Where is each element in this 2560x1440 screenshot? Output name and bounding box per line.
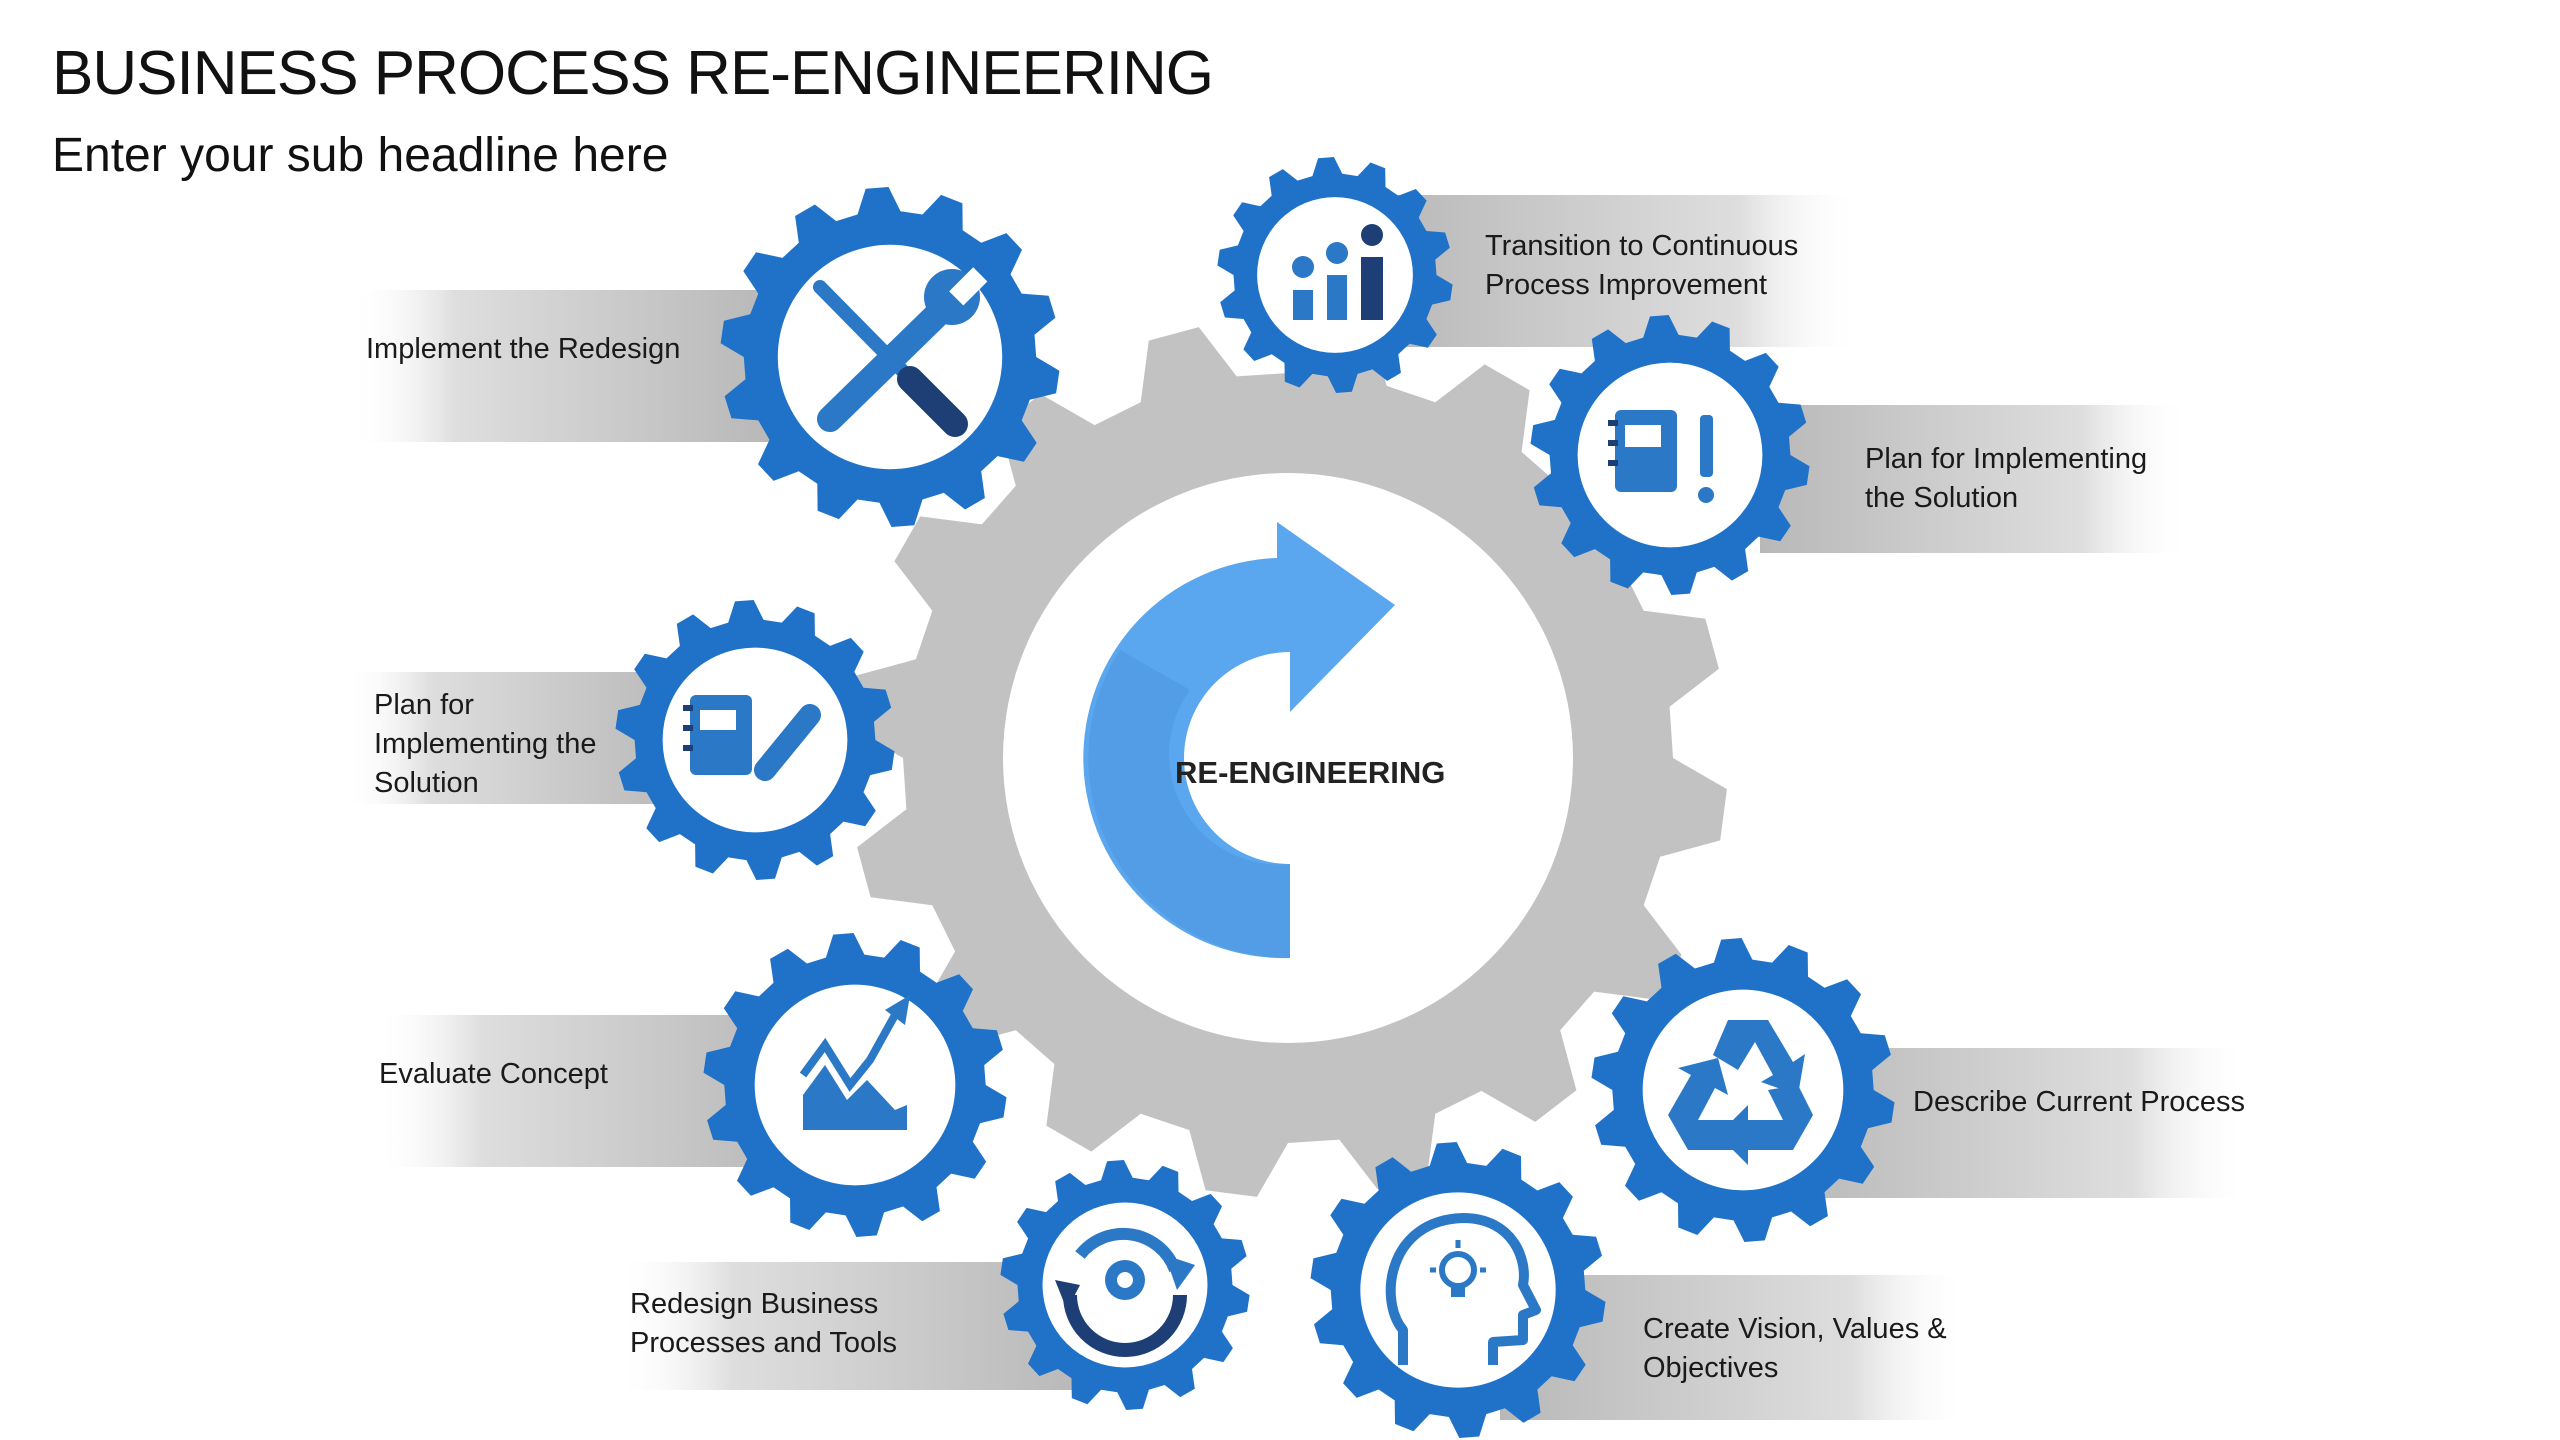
growth-gears-icon	[1292, 224, 1383, 320]
notebook-alert-icon	[1608, 410, 1714, 503]
gear-cycle-icon	[1055, 1227, 1195, 1357]
icons	[683, 224, 1813, 1365]
banner-redesign	[615, 1262, 1085, 1390]
slide-title: BUSINESS PROCESS RE-ENGINEERING	[52, 39, 1214, 108]
banner-plan-right	[1760, 405, 2190, 553]
head-lightbulb-icon	[1385, 1213, 1541, 1365]
recycle-icon	[1668, 1020, 1813, 1165]
trend-chart-icon	[799, 995, 910, 1130]
center-gear	[849, 319, 1727, 1197]
banner-transition	[1380, 195, 1860, 347]
notebook-pencil-icon	[683, 695, 821, 781]
step-label-evaluate: Evaluate Concept	[379, 1058, 608, 1090]
slide-subtitle: Enter your sub headline here	[52, 129, 669, 182]
step-label-implement: Implement the Redesign	[366, 333, 681, 365]
banner-implement	[350, 290, 770, 442]
step-label-vision: Create Vision, Values &Objectives	[1643, 1313, 1947, 1384]
gear-plan-left	[615, 600, 895, 880]
label-banners	[345, 195, 2250, 1420]
center-label: RE-ENGINEERING	[1175, 755, 1446, 790]
tools-icon	[813, 267, 988, 437]
step-label-describe: Describe Current Process	[1913, 1086, 2245, 1118]
